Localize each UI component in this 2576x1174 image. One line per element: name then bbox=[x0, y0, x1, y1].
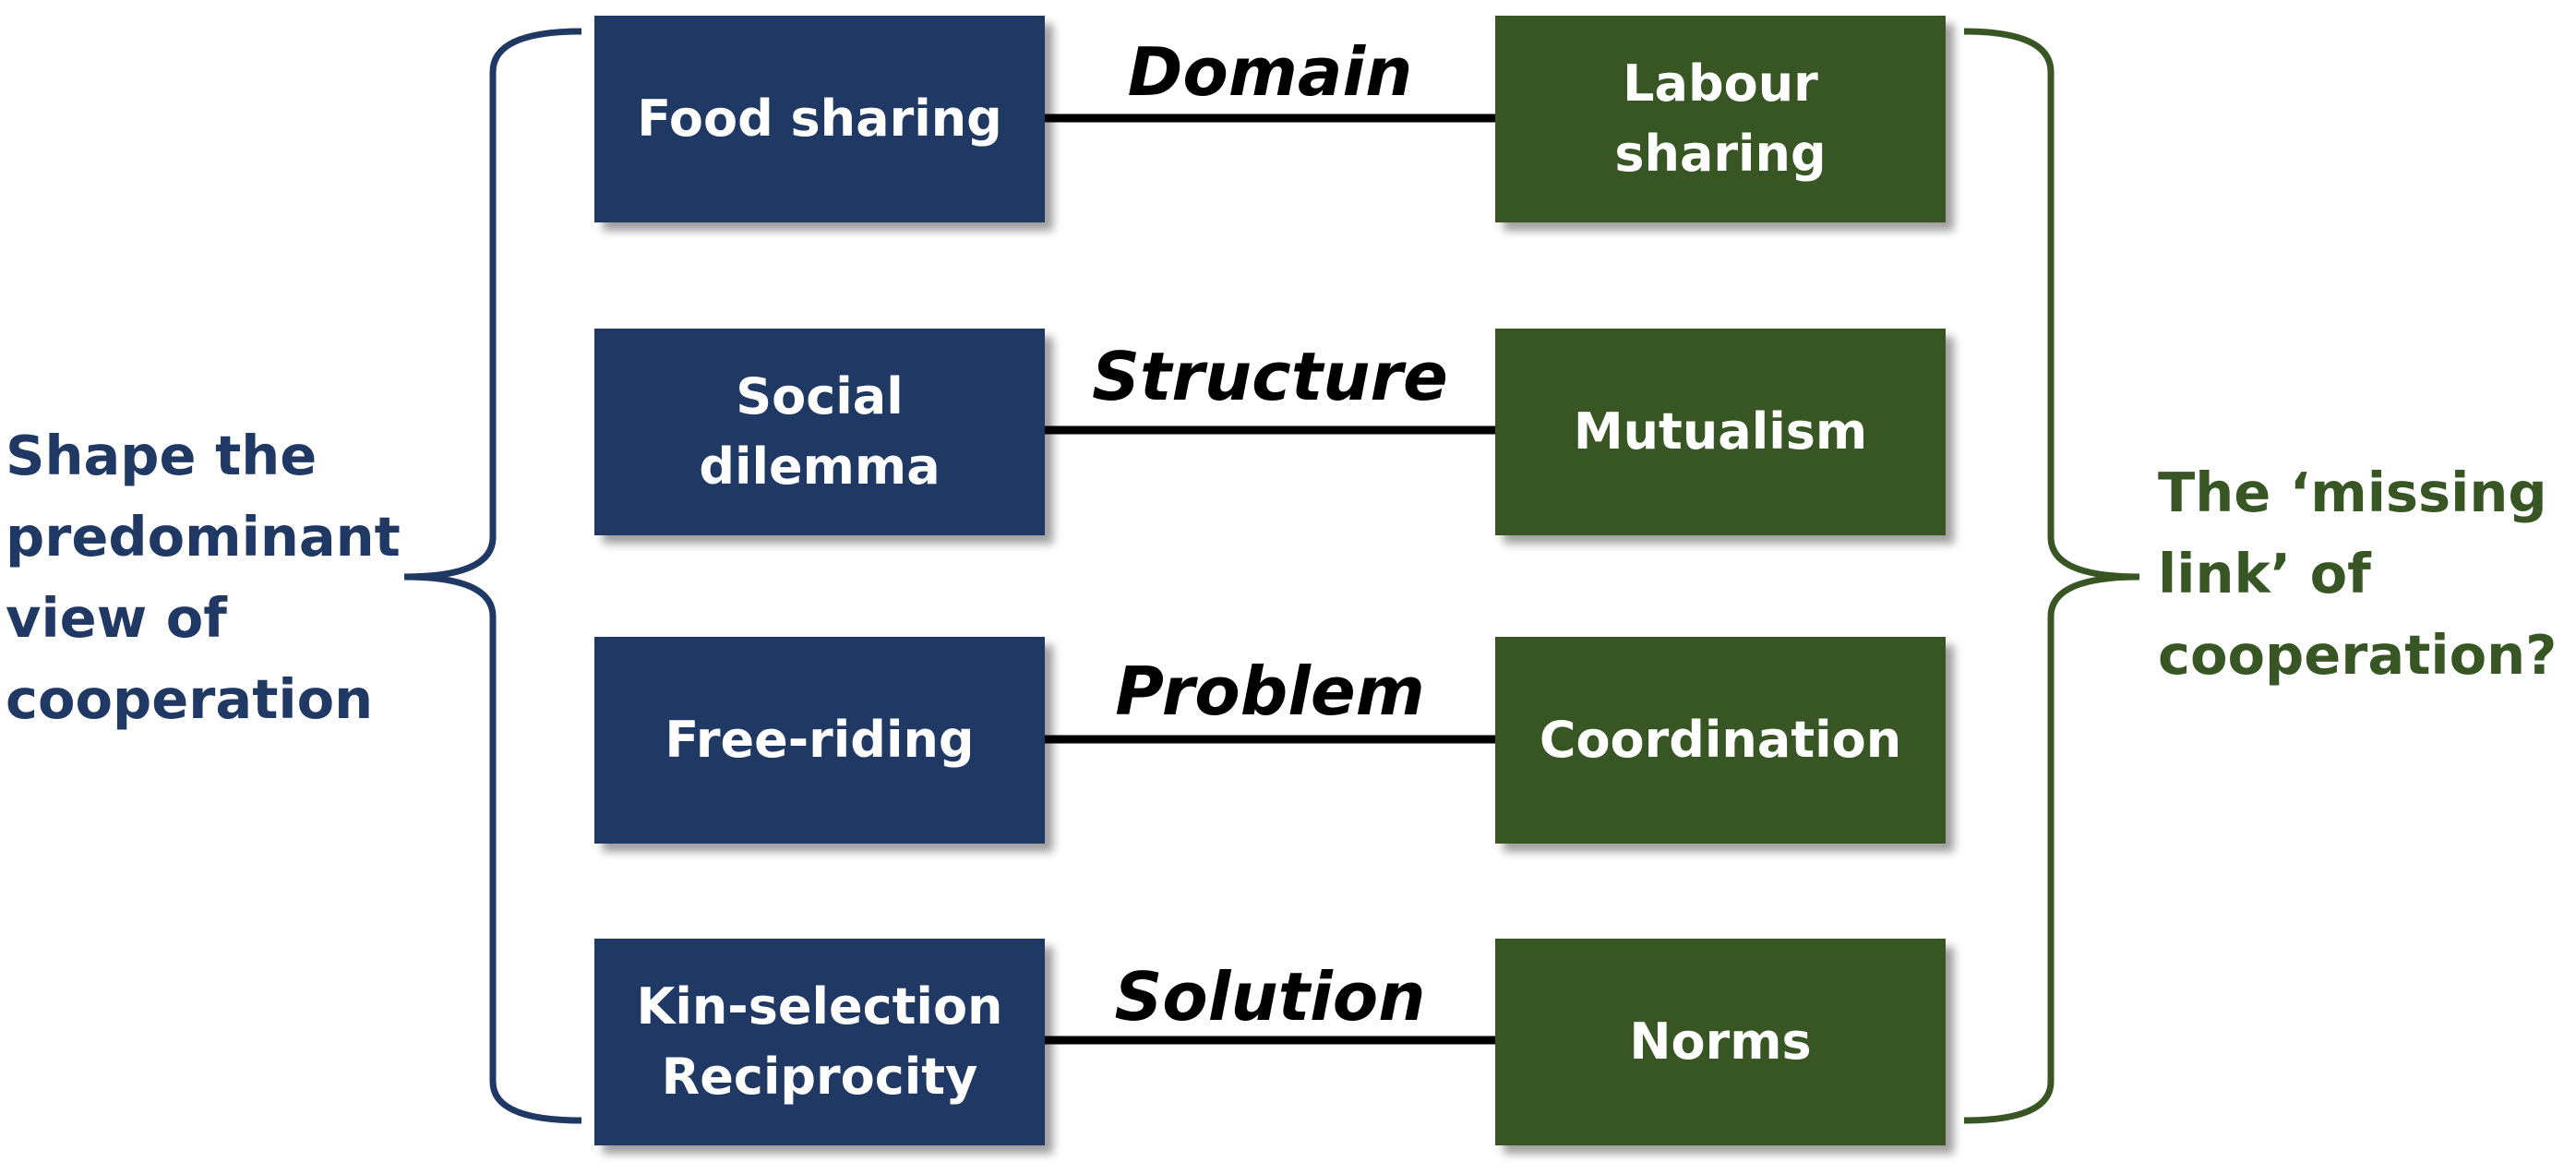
left-curly-bracket bbox=[403, 28, 582, 1124]
box-mutualism: Mutualism bbox=[1495, 329, 1946, 535]
box-norms: Norms bbox=[1495, 939, 1946, 1145]
label-solution: Solution bbox=[1114, 958, 1426, 1036]
right-bracket-text: The ‘missing link’ of cooperation? bbox=[2158, 461, 2558, 687]
box-kin-selection-reciprocity: Kin-selection Reciprocity bbox=[594, 939, 1045, 1145]
right-curly-bracket bbox=[1963, 28, 2140, 1124]
box-coordination: Coordination bbox=[1495, 637, 1946, 844]
left-bracket-text: Shape the predominant view of cooperatio… bbox=[6, 424, 401, 731]
box-food-sharing: Food sharing bbox=[594, 16, 1045, 222]
label-structure: Structure bbox=[1092, 338, 1448, 415]
label-domain: Domain bbox=[1127, 33, 1413, 111]
box-free-riding: Free-riding bbox=[594, 637, 1045, 844]
label-problem: Problem bbox=[1115, 653, 1425, 730]
box-social-dilemma: Social dilemma bbox=[594, 329, 1045, 535]
box-labour-sharing: Labour sharing bbox=[1495, 16, 1946, 222]
